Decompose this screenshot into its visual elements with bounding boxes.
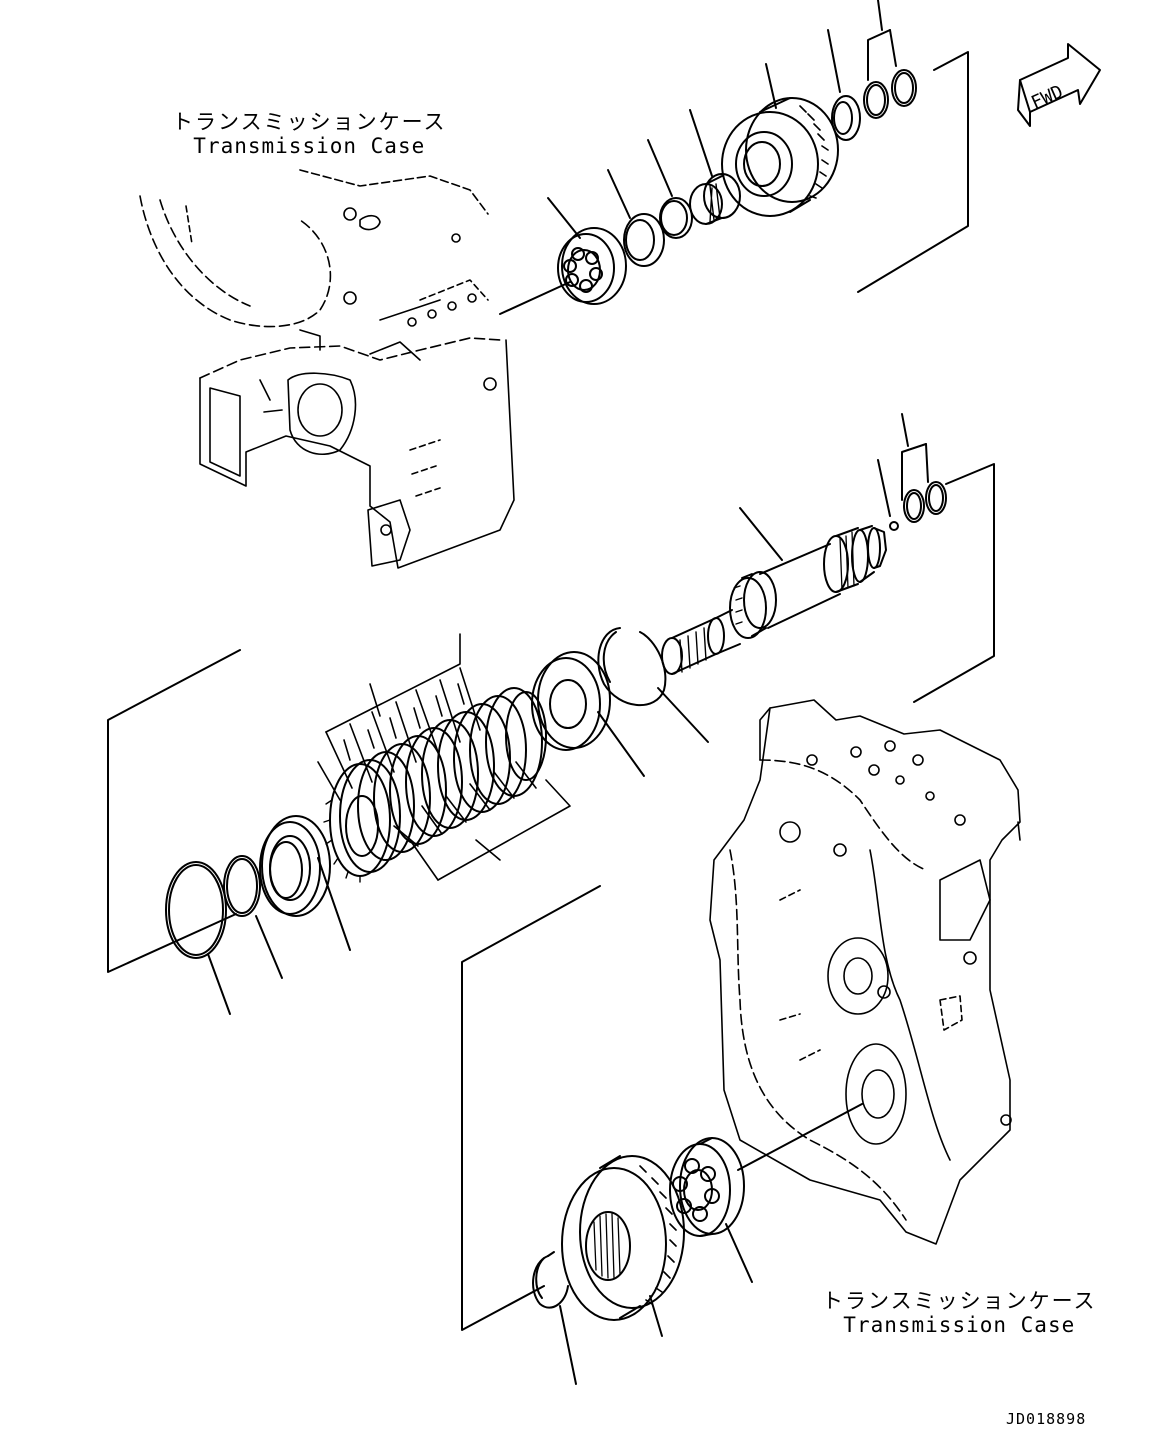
fwd-arrow-icon: FWD: [1017, 43, 1101, 127]
clutch-piston: [259, 815, 331, 917]
top-needle-bearing: [689, 173, 741, 225]
main-shaft: [661, 521, 899, 675]
top-gear-hub: [721, 97, 839, 217]
top-thrust-washer: [831, 95, 861, 141]
bottom-snap-ring: [532, 1251, 569, 1309]
top-case-label-jp: トランスミッションケース: [172, 110, 447, 134]
middle-bracket-left: [107, 649, 241, 973]
piston-seal-rings: [165, 855, 261, 959]
top-seal-ring: [623, 213, 665, 267]
middle-o-rings: [903, 481, 947, 523]
bottom-bracket: [461, 885, 601, 1331]
bottom-case-label-en: Transmission Case: [843, 1313, 1076, 1337]
bottom-transmission-case-label: トランスミッションケース Transmission Case: [822, 1289, 1097, 1337]
bottom-ball-bearing: [669, 1137, 745, 1237]
top-case-label-en: Transmission Case: [193, 134, 426, 158]
top-ball-bearing: [557, 227, 627, 305]
top-group-bracket: [857, 51, 969, 293]
middle-bracket-right: [913, 463, 995, 703]
bottom-drive-gear: [561, 1155, 685, 1321]
top-transmission-case-label: トランスミッションケース Transmission Case: [172, 110, 447, 158]
clutch-leader-tags: [317, 633, 571, 881]
drawing-id: JD018898: [1006, 1410, 1087, 1428]
top-transmission-case: [139, 169, 515, 569]
clutch-disc-stack: [323, 687, 547, 883]
top-thin-ring: [659, 197, 693, 239]
top-leader-lines: [499, 0, 897, 315]
middle-leader-lines: [207, 413, 929, 1015]
bottom-transmission-case: [709, 699, 1021, 1245]
top-o-rings: [863, 69, 917, 119]
fwd-arrow-label: FWD: [1028, 81, 1066, 113]
middle-snap-ring: [597, 627, 667, 706]
bottom-case-label-jp: トランスミッションケース: [822, 1289, 1097, 1313]
